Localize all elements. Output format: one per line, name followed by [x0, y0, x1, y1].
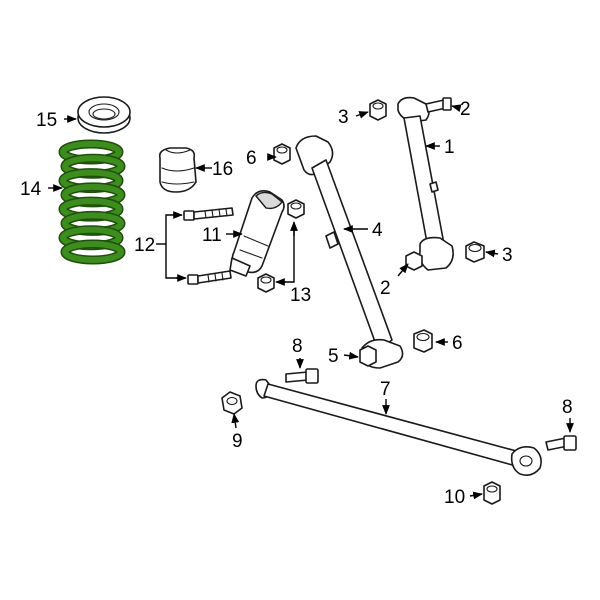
- bolt-lower-12: [187, 270, 232, 285]
- nut-10: [483, 481, 501, 505]
- callout-6-upper: 6: [246, 148, 257, 169]
- callout-12: 12: [134, 235, 155, 256]
- callout-16: 16: [212, 159, 233, 180]
- bolt-upper-2: [425, 97, 452, 113]
- control-arm-4: [295, 135, 404, 369]
- callout-8-right: 8: [562, 397, 573, 418]
- callout-labels: 15 14 16 6 3 2 1 4 11 12 3 2 13 8 5 6 7 …: [20, 99, 573, 508]
- callout-3-lower: 3: [502, 245, 513, 266]
- callout-4: 4: [372, 220, 383, 241]
- callout-10: 10: [444, 487, 465, 508]
- bolt-right-8: [545, 435, 577, 451]
- bolt-lower-2: [405, 251, 423, 271]
- callout-5: 5: [328, 346, 339, 367]
- callout-2-upper: 2: [460, 99, 471, 120]
- nut-upper-13: [287, 199, 305, 219]
- nut-upper-6: [273, 143, 291, 165]
- callout-3-upper: 3: [338, 107, 349, 128]
- callout-8-left: 8: [292, 336, 303, 357]
- nut-upper-3: [369, 99, 387, 121]
- shock-absorber-11: [229, 190, 285, 277]
- nut-lower-13: [257, 273, 275, 293]
- callout-2-lower: 2: [380, 278, 391, 299]
- spring-coil: [62, 241, 124, 263]
- leader-lines: [48, 104, 574, 500]
- coil-spring-14: [58, 139, 126, 265]
- callout-6-lower: 6: [452, 333, 463, 354]
- bolt-5: [359, 345, 377, 367]
- callout-9: 9: [232, 431, 243, 452]
- callout-7: 7: [380, 379, 391, 400]
- nut-lower-3: [465, 241, 485, 263]
- nut-lower-6: [413, 329, 433, 353]
- callout-13: 13: [290, 285, 311, 306]
- nut-9: [221, 391, 243, 415]
- control-arm-1: [397, 96, 454, 271]
- bolt-upper-12: [183, 207, 234, 221]
- bolt-left-8: [285, 368, 319, 384]
- spring-seat-15: [77, 96, 131, 134]
- callout-14: 14: [20, 179, 42, 200]
- jounce-bumper-16: [158, 147, 197, 193]
- track-bar-7: [255, 378, 542, 476]
- callout-11: 11: [202, 225, 222, 246]
- callout-1: 1: [444, 137, 455, 158]
- callout-15: 15: [36, 110, 57, 131]
